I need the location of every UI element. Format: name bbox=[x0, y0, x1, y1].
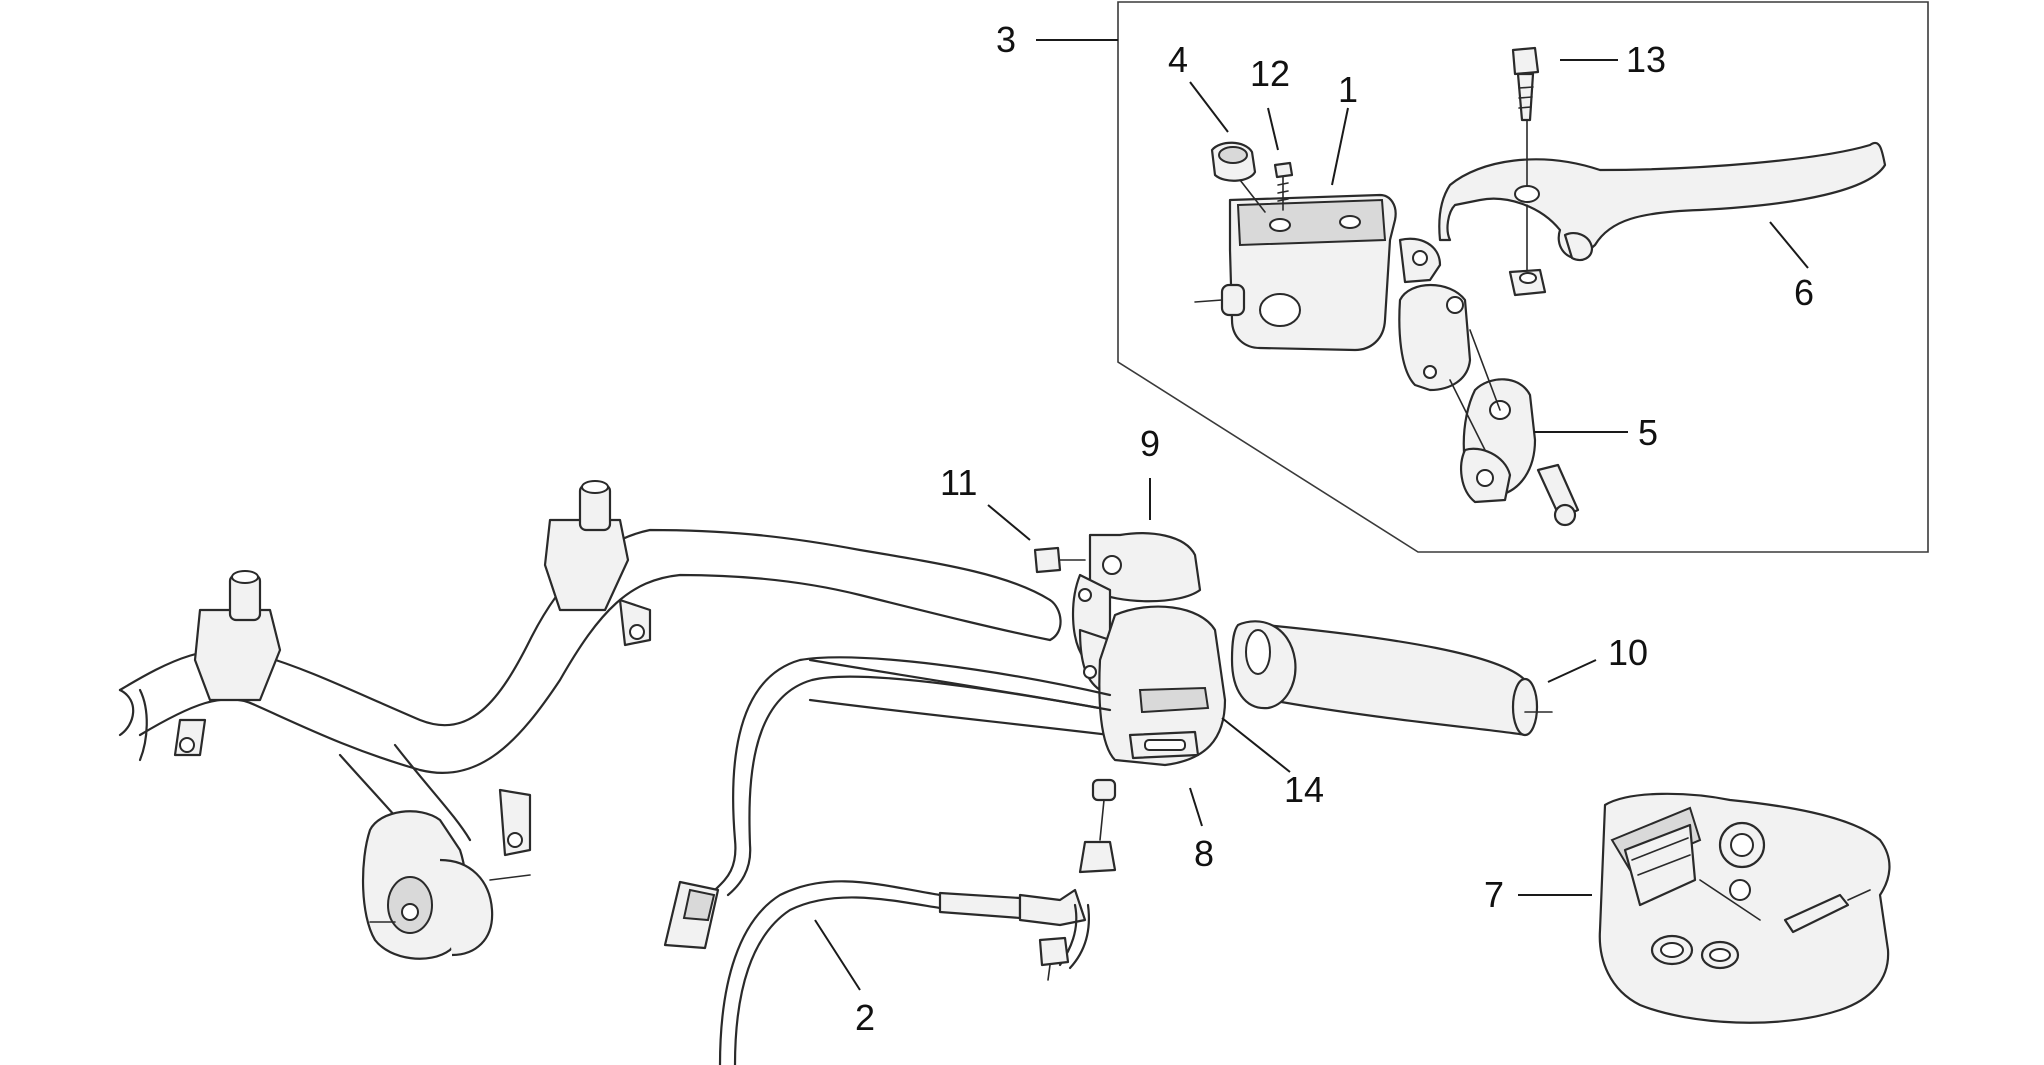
wiring-and-cable bbox=[663, 656, 1117, 1065]
callout-2: 2 bbox=[855, 997, 875, 1038]
switch-housing bbox=[1072, 532, 1227, 767]
callout-1: 1 bbox=[1338, 69, 1358, 110]
callout-4: 4 bbox=[1168, 39, 1188, 80]
callout-labels: 1 2 3 4 5 6 7 8 9 10 11 12 13 14 bbox=[855, 19, 1814, 1038]
callout-12: 12 bbox=[1250, 53, 1290, 94]
grip bbox=[1230, 620, 1553, 737]
callout-11: 11 bbox=[940, 462, 977, 503]
screw-11 bbox=[1033, 546, 1086, 574]
handlebar bbox=[118, 480, 1112, 960]
callout-13: 13 bbox=[1626, 39, 1666, 80]
callout-14: 14 bbox=[1284, 769, 1324, 810]
leader-lines bbox=[814, 39, 1809, 991]
callout-7: 7 bbox=[1484, 874, 1504, 915]
callout-5: 5 bbox=[1638, 412, 1658, 453]
detail-inset-7 bbox=[1598, 792, 1891, 1024]
inset-frame bbox=[1117, 1, 1929, 553]
callout-3: 3 bbox=[996, 19, 1016, 60]
master-cylinder-assembly bbox=[1194, 46, 1887, 527]
callout-9: 9 bbox=[1140, 423, 1160, 464]
callout-6: 6 bbox=[1794, 272, 1814, 313]
callout-8: 8 bbox=[1194, 833, 1214, 874]
callout-10: 10 bbox=[1608, 632, 1648, 673]
